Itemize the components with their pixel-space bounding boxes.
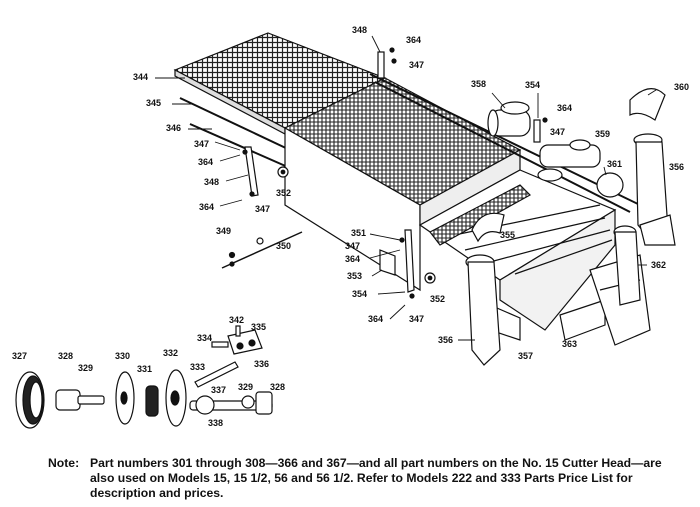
- label-363: 363: [562, 339, 577, 349]
- label-337: 337: [211, 385, 226, 395]
- label-331: 331: [137, 364, 152, 374]
- label-327: 327: [12, 351, 27, 361]
- exploded-parts-diagram: 344 345 346 347 364 348 364 347 352 349 …: [12, 25, 689, 429]
- label-359: 359: [595, 129, 610, 139]
- label-364: 364: [199, 202, 214, 212]
- label-328: 328: [270, 382, 285, 392]
- label-364: 364: [368, 314, 383, 324]
- label-364: 364: [406, 35, 421, 45]
- label-362: 362: [651, 260, 666, 270]
- label-335: 335: [251, 322, 266, 332]
- label-364: 364: [557, 103, 572, 113]
- label-361: 361: [607, 159, 622, 169]
- note-label: Note:: [48, 456, 80, 470]
- label-342: 342: [229, 315, 244, 325]
- label-347: 347: [194, 139, 209, 149]
- label-347: 347: [550, 127, 565, 137]
- label-352: 352: [276, 188, 291, 198]
- leader-lines: [155, 35, 657, 341]
- label-330: 330: [115, 351, 130, 361]
- label-346: 346: [166, 123, 181, 133]
- screen-frame-assembly: [173, 32, 651, 346]
- label-348: 348: [352, 25, 367, 35]
- brackets-and-fasteners: [221, 47, 548, 299]
- label-334: 334: [197, 333, 212, 343]
- label-338: 338: [208, 418, 223, 428]
- label-358: 358: [471, 79, 486, 89]
- label-350: 350: [276, 241, 291, 251]
- note-text: Part numbers 301 through 308—366 and 367…: [90, 456, 662, 500]
- label-328: 328: [58, 351, 73, 361]
- footnote: Note: Part numbers 301 through 308—366 an…: [48, 456, 688, 501]
- label-329: 329: [78, 363, 93, 373]
- label-349: 349: [216, 226, 231, 236]
- label-364: 364: [345, 254, 360, 264]
- label-353: 353: [347, 271, 362, 281]
- cutter-head-parts: [15, 325, 273, 429]
- pipe-fittings: [465, 88, 676, 366]
- label-347: 347: [345, 241, 360, 251]
- callout-labels: 344 345 346 347 364 348 364 347 352 349 …: [12, 25, 689, 428]
- label-352: 352: [430, 294, 445, 304]
- label-360: 360: [674, 82, 689, 92]
- label-364: 364: [198, 157, 213, 167]
- label-348: 348: [204, 177, 219, 187]
- label-354: 354: [525, 80, 540, 90]
- label-355: 355: [500, 230, 515, 240]
- label-333: 333: [190, 362, 205, 372]
- label-347: 347: [255, 204, 270, 214]
- label-344: 344: [133, 72, 148, 82]
- label-345: 345: [146, 98, 161, 108]
- label-357: 357: [518, 351, 533, 361]
- label-329: 329: [238, 382, 253, 392]
- label-336: 336: [254, 359, 269, 369]
- label-347: 347: [409, 60, 424, 70]
- label-351: 351: [351, 228, 366, 238]
- label-332: 332: [163, 348, 178, 358]
- label-356: 356: [669, 162, 684, 172]
- label-356: 356: [438, 335, 453, 345]
- label-347: 347: [409, 314, 424, 324]
- label-354: 354: [352, 289, 367, 299]
